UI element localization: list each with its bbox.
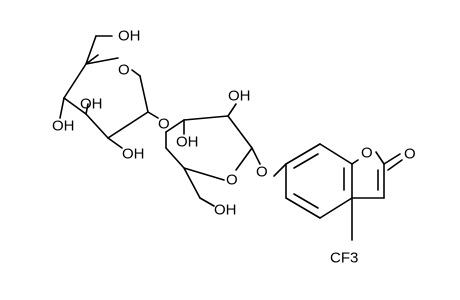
bond: [387, 159, 403, 171]
carbonyl-oxygen-label: O: [404, 146, 416, 163]
bond: [165, 147, 185, 169]
oh-label: OH: [176, 134, 199, 151]
bond: [107, 137, 123, 149]
bond: [85, 35, 97, 65]
bond: [85, 113, 109, 139]
bond: [285, 143, 321, 165]
benzene-ring: [273, 143, 353, 219]
middle-sugar-ring: [165, 103, 261, 207]
bond: [227, 103, 237, 117]
bond: [235, 147, 253, 171]
bond: [131, 69, 141, 77]
bond: [85, 103, 89, 115]
bond: [63, 97, 87, 115]
oh-label: OH: [118, 28, 141, 45]
bond: [63, 63, 87, 99]
glycosidic-oxygen-label: O: [158, 116, 170, 133]
lactone-oxygen-label: O: [361, 145, 373, 162]
bond: [139, 75, 149, 113]
bond: [183, 115, 229, 121]
oh-label: OH: [228, 88, 251, 105]
bond: [85, 57, 119, 65]
bond: [165, 119, 185, 133]
oh-label: OH: [214, 202, 237, 219]
bond: [319, 197, 353, 219]
bond: [293, 193, 319, 209]
ring-oxygen-label: O: [226, 172, 238, 189]
bond: [319, 143, 353, 165]
bond: [251, 147, 261, 165]
bond: [375, 151, 385, 165]
bond: [107, 111, 149, 139]
ether-oxygen-label: O: [256, 164, 268, 181]
bond: [383, 153, 401, 165]
bond: [285, 197, 321, 219]
bond: [293, 153, 319, 169]
bond: [147, 111, 159, 119]
bond: [183, 167, 225, 181]
left-sugar-ring: [59, 35, 159, 149]
bond: [199, 197, 215, 207]
bond: [351, 159, 359, 165]
oh-label: OH: [52, 118, 75, 135]
trifluoromethyl-label: CF3: [330, 250, 358, 267]
oh-label: OH: [122, 146, 145, 163]
bond: [227, 115, 253, 149]
bond: [183, 167, 201, 199]
oh-label: OH: [80, 96, 103, 113]
bond: [273, 163, 287, 177]
lactone-ring: [351, 151, 403, 241]
bond: [59, 97, 65, 119]
bond: [85, 54, 99, 65]
ring-oxygen-label: O: [118, 62, 130, 79]
